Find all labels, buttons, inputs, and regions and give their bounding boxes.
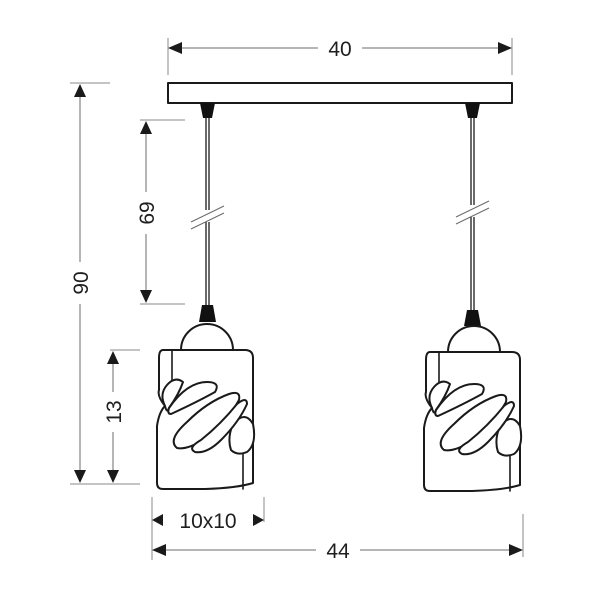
- dimension-label-total-height: 90: [70, 271, 93, 294]
- canopy-connector-left: [200, 103, 215, 118]
- dimension-cable-length: 69: [132, 119, 185, 305]
- dimension-canopy-width: 40: [167, 34, 513, 75]
- shade-left: [156, 323, 256, 490]
- dimension-label-shade-size: 10x10: [179, 510, 236, 533]
- cable-break-mark: [455, 200, 490, 218]
- dimension-label-canopy-width: 40: [328, 38, 351, 61]
- pendant-right: [423, 103, 523, 492]
- socket-grip-right: [464, 310, 481, 326]
- cable-break-mark: [190, 205, 225, 223]
- dimension-label-total-width: 44: [326, 540, 350, 563]
- canopy-bar: [167, 82, 513, 104]
- dimension-shade-height: 13: [99, 349, 140, 483]
- shade-right: [423, 325, 523, 492]
- dimension-label-shade-height: 13: [103, 400, 126, 423]
- dimension-shade-size: 10x10: [151, 497, 265, 560]
- dimension-total-height: 90: [66, 82, 140, 485]
- pendant-left: [156, 103, 256, 490]
- canopy-connector-right: [465, 103, 480, 118]
- dimension-total-width: 44: [152, 514, 524, 564]
- socket-grip-left: [199, 305, 216, 322]
- dimension-label-cable-length: 69: [136, 201, 159, 224]
